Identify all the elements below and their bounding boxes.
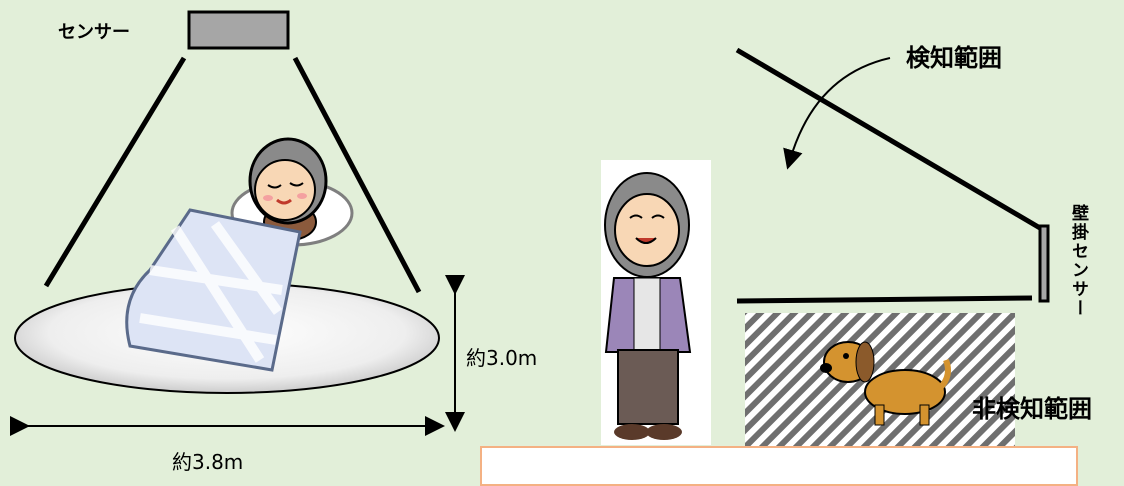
non-detection-range-label: 非検知範囲 (972, 389, 1092, 424)
wall-sensor-box (1040, 226, 1048, 301)
ceiling-sensor-label: センサー (58, 18, 130, 44)
detection-range-label: 検知範囲 (906, 38, 1002, 73)
detection-range-upper-line (737, 50, 1040, 228)
ceiling-sensor-box (189, 12, 288, 48)
wall-sensor-label: 壁掛センサー (1068, 204, 1088, 318)
depth-dimension-label: 約3.0m (466, 342, 537, 371)
standing-person-illustration (601, 160, 711, 445)
width-dimension-label: 約3.8m (172, 446, 243, 475)
detection-range-lower-line (737, 298, 1032, 301)
note-box (480, 446, 1078, 486)
